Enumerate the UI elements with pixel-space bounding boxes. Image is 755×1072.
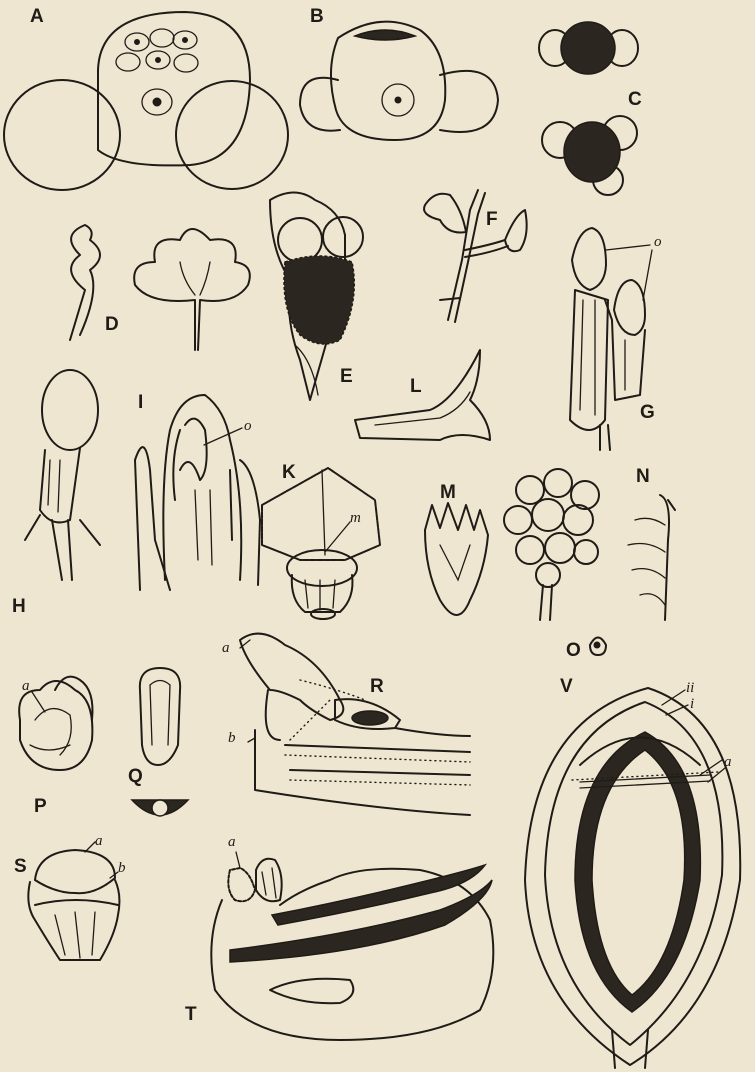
annotation-g-o: o	[654, 234, 662, 250]
annotation-s-b: b	[118, 860, 126, 876]
panel-t-section	[211, 852, 493, 1040]
panel-label-i: I	[138, 392, 143, 413]
panel-label-e: E	[340, 366, 353, 387]
panel-p-ovule	[19, 677, 92, 770]
panel-label-l: L	[410, 376, 422, 397]
panel-b-pollen-grain	[300, 22, 498, 140]
panel-q-seed	[132, 668, 188, 816]
panel-r-section	[240, 634, 470, 815]
panel-m-toothed-scale	[425, 503, 488, 615]
panel-label-d: D	[105, 314, 119, 335]
panel-label-p: P	[34, 796, 47, 817]
panel-c-pollen-grains	[539, 22, 638, 195]
panel-v-seed-section	[525, 688, 740, 1068]
panel-label-b: B	[310, 6, 324, 27]
annotation-t-a: a	[228, 834, 236, 850]
panel-o-seed	[590, 638, 606, 656]
panel-n-cone	[504, 469, 675, 620]
panel-label-k: K	[282, 462, 296, 483]
panel-label-o: O	[566, 640, 581, 661]
panel-label-g: G	[640, 402, 655, 423]
annotation-i-o: o	[244, 418, 252, 434]
panel-label-v: V	[560, 676, 573, 697]
panel-label-n: N	[636, 466, 650, 487]
panel-label-f: F	[486, 209, 498, 230]
annotation-v-a: a	[724, 754, 732, 770]
panel-label-t: T	[185, 1004, 197, 1025]
annotation-r-b: b	[228, 730, 236, 746]
panel-l-scale	[355, 350, 490, 440]
panel-f-branch	[424, 190, 527, 322]
annotation-v-i: i	[690, 696, 694, 712]
panel-label-a: A	[30, 6, 44, 27]
annotation-k-m: m	[350, 510, 361, 526]
annotation-v-ii: ii	[686, 680, 694, 696]
panel-i-section	[135, 395, 260, 590]
panel-label-r: R	[370, 676, 384, 697]
annotation-s-a: a	[95, 833, 103, 849]
panel-label-c: C	[628, 89, 642, 110]
panel-d-scales	[70, 225, 250, 350]
panel-k-flower-bract	[262, 468, 380, 619]
annotation-r-a: a	[222, 640, 230, 656]
panel-s-capsule	[28, 842, 119, 960]
panel-label-m: M	[440, 482, 456, 503]
panel-label-s: S	[14, 856, 27, 877]
panel-a-pollen-grain	[4, 12, 288, 190]
panel-label-q: Q	[128, 766, 143, 787]
panel-label-h: H	[12, 596, 26, 617]
annotation-p-a: a	[22, 678, 30, 694]
panel-h-seed	[25, 370, 100, 580]
